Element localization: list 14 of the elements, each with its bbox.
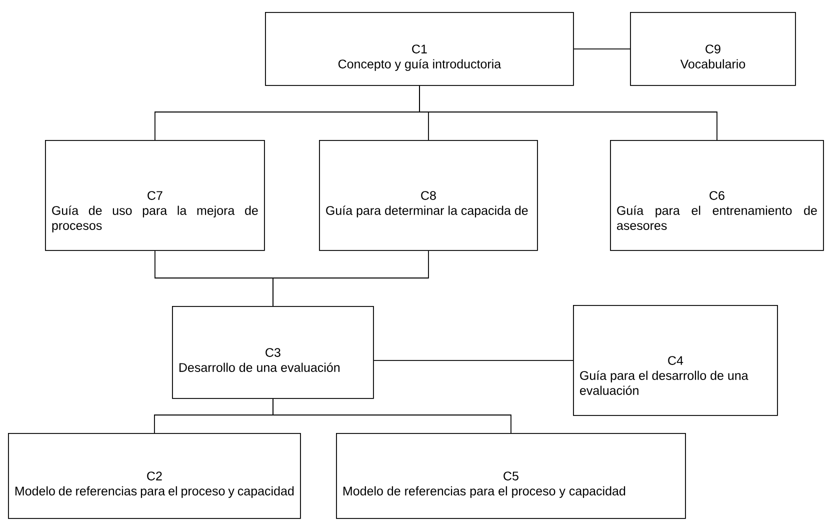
connector-line [272,250,429,306]
connector-line [272,398,512,434]
concept-box: C4 Guía para el desarrollo de una evaluación [573,305,778,416]
concept-box: C8 Guía para determinar la capacida de [319,140,538,251]
concept-box: C1 Concepto y guía introductoria [265,12,574,86]
concept-box: C5 Modelo de referencias para el proceso y capacidad [336,433,686,519]
connector-line [373,360,574,361]
concept-box: C3 Desarrollo de una evaluación [172,306,374,399]
concept-box: C7 Guía de uso para la mejora de procesos [45,140,265,251]
concept-box: C2 Modelo de referencias para el proceso y capacidad [8,433,301,519]
concept-box: C9 Vocabulario [630,12,796,86]
connector-line [419,85,718,140]
concept-box: C6 Guía para el entrenamiento de asesores [610,140,824,251]
connector-line [573,48,630,50]
